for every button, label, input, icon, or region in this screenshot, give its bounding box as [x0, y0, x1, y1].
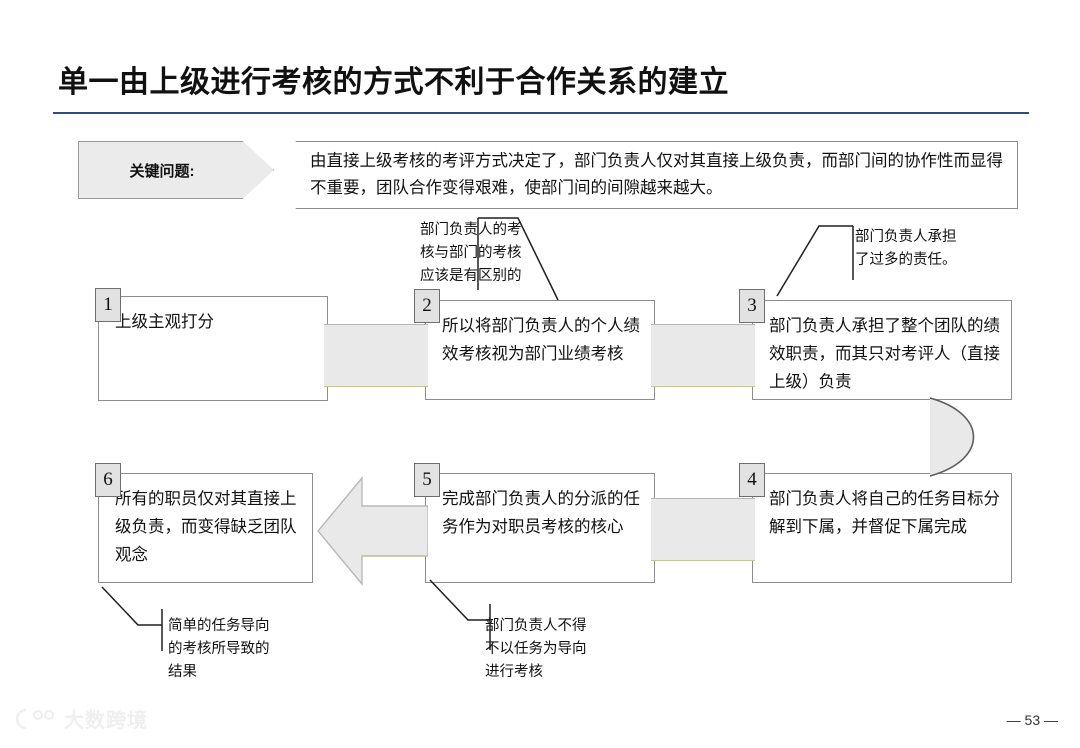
callout-leader-box2 — [477, 217, 559, 301]
callout-leader-box3 — [776, 225, 854, 297]
flow-box-4-number: 4 — [739, 463, 765, 497]
callout-box2: 部门负责人的考 核与部门的考核 应该是有区别的 — [420, 222, 522, 284]
flow-box-1-number: 1 — [95, 288, 121, 322]
page-number: — 53 — — [1006, 712, 1058, 728]
watermark-text: 大数跨境 — [64, 710, 148, 732]
connector-band-2-3 — [651, 324, 755, 387]
flow-box-5-number: 5 — [414, 463, 440, 497]
flow-box-1-text: 上级主观打分 — [115, 313, 214, 331]
callout-leader-box5 — [429, 579, 491, 650]
callout-box3: 部门负责人承担 了过多的责任。 — [855, 229, 957, 268]
title-divider — [53, 112, 1029, 114]
key-question-banner: 关键问题: 由直接上级考核的考评方式决定了，部门负责人仅对其直接上级负责，而部门… — [78, 141, 1018, 209]
arrow-left-5-to-6 — [317, 476, 428, 586]
flow-box-1[interactable]: 上级主观打分 — [98, 296, 328, 401]
watermark: 大数跨境 — [14, 704, 148, 733]
flow-box-3[interactable]: 部门负责人承担了整个团队的绩效职责，而其只对考评人（直接上级）负责 — [752, 300, 1012, 400]
banner-text: 由直接上级考核的考评方式决定了，部门负责人仅对其直接上级负责，而部门间的协作性而… — [310, 152, 1003, 197]
callout-box5: 部门负责人不得 不以任务为导向 进行考核 — [485, 618, 587, 680]
flow-box-6-number: 6 — [95, 463, 121, 497]
banner-body: 由直接上级考核的考评方式决定了，部门负责人仅对其直接上级负责，而部门间的协作性而… — [274, 141, 1018, 209]
banner-tag-shape — [78, 141, 274, 199]
banner-tag-label: 关键问题: — [129, 162, 195, 180]
connector-band-1-2 — [324, 324, 428, 387]
flow-box-2-text: 所以将部门负责人的个人绩效考核视为部门业绩考核 — [442, 317, 640, 363]
flow-box-3-number: 3 — [739, 289, 765, 323]
flow-box-3-text: 部门负责人承担了整个团队的绩效职责，而其只对考评人（直接上级）负责 — [769, 317, 1000, 391]
connector-curve-3-4 — [930, 397, 975, 477]
flow-box-2-number: 2 — [414, 289, 440, 323]
brand-logo-icon — [15, 708, 55, 729]
flow-box-6-text: 所有的职员仅对其直接上级负责，而变得缺乏团队观念 — [115, 490, 297, 564]
flow-box-4-text: 部门负责人将自己的任务目标分解到下属，并督促下属完成 — [769, 490, 1000, 536]
flow-box-4[interactable]: 部门负责人将自己的任务目标分解到下属，并督促下属完成 — [752, 473, 1012, 583]
flow-box-6[interactable]: 所有的职员仅对其直接上级负责，而变得缺乏团队观念 — [98, 473, 313, 583]
flow-box-5-text: 完成部门负责人的分派的任务作为对职员考核的核心 — [442, 490, 640, 536]
flow-box-5[interactable]: 完成部门负责人的分派的任务作为对职员考核的核心 — [425, 473, 655, 583]
flow-box-2[interactable]: 所以将部门负责人的个人绩效考核视为部门业绩考核 — [425, 300, 655, 400]
page-title: 单一由上级进行考核的方式不利于合作关系的建立 — [58, 66, 729, 99]
callout-leader-box6 — [101, 586, 163, 651]
callout-box6: 简单的任务导向 的考核所导致的 结果 — [168, 618, 270, 680]
banner-body-shape — [274, 141, 1018, 209]
connector-band-4-5 — [651, 498, 755, 561]
